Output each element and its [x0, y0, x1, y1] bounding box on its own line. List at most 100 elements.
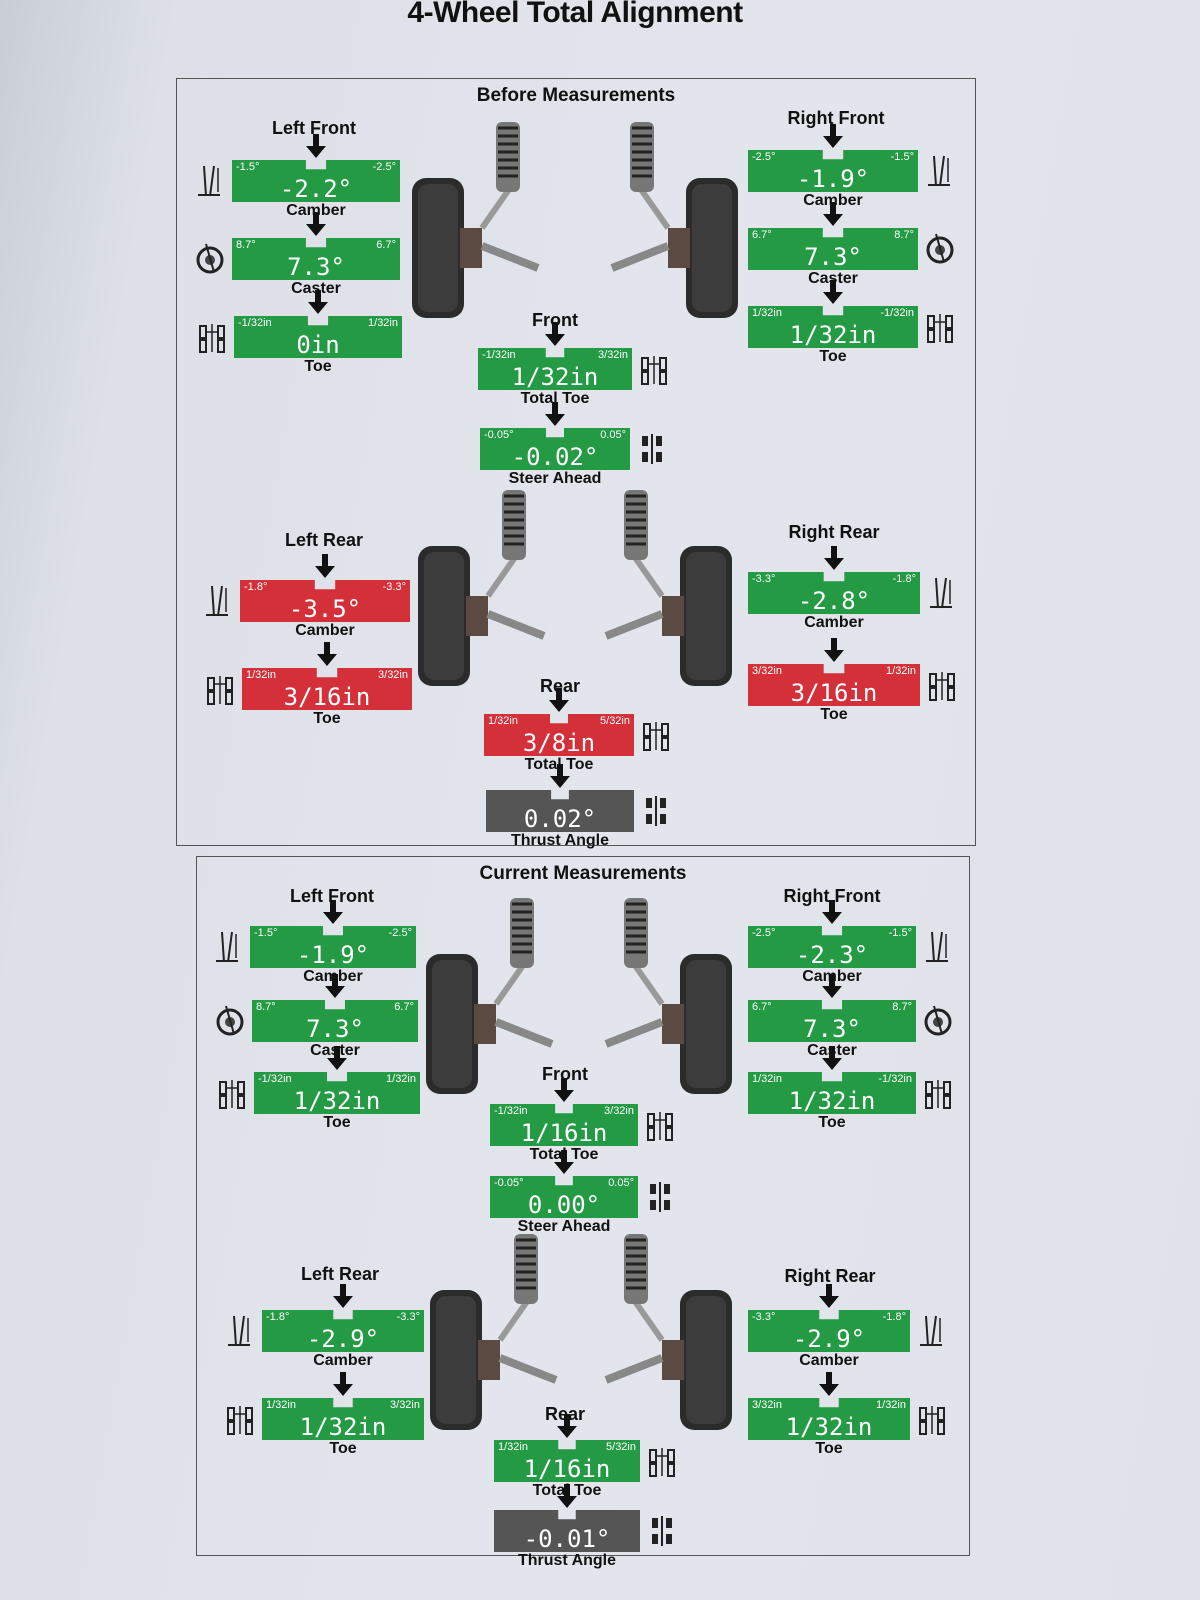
range-low: 1/32in	[752, 307, 782, 319]
range-high: 6.7°	[376, 239, 396, 251]
meter-caption: Toe	[818, 1114, 846, 1131]
toe-icon	[926, 310, 954, 344]
camber-meter: -3.3°-1.8°-2.9°Camber	[748, 1284, 910, 1369]
range-high: -3.3°	[396, 1311, 420, 1323]
range-low: 6.7°	[752, 229, 772, 241]
range-high: 3/32in	[598, 349, 628, 361]
measured-value: -0.01°	[523, 1525, 611, 1553]
section-title: Before Measurements	[476, 85, 676, 106]
range-low: -1/32in	[238, 317, 272, 329]
caster-icon	[926, 232, 954, 266]
meter-caption: Camber	[286, 202, 346, 219]
measured-value: -3.5°	[288, 595, 362, 623]
range-low: 3/32in	[752, 1399, 782, 1411]
range-low: 6.7°	[752, 1001, 772, 1013]
caster-icon	[216, 1004, 244, 1038]
toe-icon	[640, 352, 668, 386]
toe-icon	[218, 1076, 246, 1110]
thrust-icon	[642, 794, 670, 828]
range-low: 8.7°	[236, 239, 256, 251]
range-high: 1/32in	[886, 665, 916, 677]
meter-caption: Toe	[819, 348, 847, 365]
camber-meter: -3.3° -1.8° -2.8°Camber	[748, 546, 920, 631]
meter-caption: Steer Ahead	[508, 470, 602, 487]
range-low: 8.7°	[256, 1001, 276, 1013]
range-low: -0.05°	[494, 1177, 524, 1189]
range-high: -1/32in	[880, 307, 914, 319]
current-section: Current Measurements	[196, 856, 970, 1556]
thrust-icon	[648, 1514, 676, 1548]
measured-value: -2.9°	[306, 1325, 380, 1353]
range-low: 1/32in	[488, 715, 518, 727]
range-low: -2.5°	[752, 151, 776, 163]
caster-meter: 6.7°8.7°7.3°Caster	[748, 202, 918, 287]
range-high: 1/32in	[368, 317, 398, 329]
measured-value: -1.9°	[796, 165, 870, 193]
range-low: -1.8°	[266, 1311, 290, 1323]
camber-icon	[214, 930, 242, 964]
camber-icon	[928, 576, 956, 610]
measured-value: -0.02°	[511, 443, 599, 471]
meter-caption: Thrust Angle	[510, 832, 610, 849]
measured-value: 3/8in	[522, 729, 596, 757]
suspension-icon	[610, 118, 740, 333]
page-title: 4-Wheel Total Alignment	[407, 0, 743, 29]
measured-value: 7.3°	[803, 1015, 861, 1043]
range-high: 8.7°	[894, 229, 914, 241]
range-low: 1/32in	[246, 669, 276, 681]
toe-icon	[648, 1444, 676, 1478]
wheel-label: Front	[532, 310, 578, 330]
wheel-label: Left Rear	[284, 530, 364, 550]
caster-meter: 8.7°6.7°7.3°Caster	[232, 212, 400, 297]
camber-meter: -1.5°-2.5°-1.9°Camber	[250, 900, 416, 985]
toe-icon	[642, 718, 670, 752]
range-low: -1/32in	[258, 1073, 292, 1085]
meter-caption: Total Toe	[520, 390, 590, 407]
camber-icon	[918, 1314, 946, 1348]
measured-value: -2.3°	[795, 941, 869, 969]
steer-ahead-meter: -0.05°0.05°0.00°Steer Ahead	[490, 1150, 638, 1235]
range-low: -1.8°	[244, 581, 268, 593]
measured-value: -2.8°	[797, 587, 871, 615]
meter-caption: Steer Ahead	[517, 1218, 611, 1235]
meter-caption: Thrust Angle	[517, 1552, 617, 1569]
camber-meter: -2.5°-1.5°-1.9°Camber	[748, 124, 918, 209]
measured-value: 1/16in	[520, 1119, 608, 1147]
measured-value: -1.9°	[296, 941, 370, 969]
measured-value: 7.3°	[306, 1015, 364, 1043]
range-high: -1.8°	[892, 573, 916, 585]
meter-caption: Camber	[804, 614, 864, 631]
meter-caption: Toe	[304, 358, 332, 375]
wheel-label: Right Rear	[784, 1266, 876, 1286]
range-low: 1/32in	[752, 1073, 782, 1085]
wheel-label: Right Rear	[788, 522, 880, 542]
meter-caption: Camber	[799, 1352, 859, 1369]
camber-meter: -2.5°-1.5°-2.3°Camber	[748, 900, 916, 985]
wheel-label: Right Front	[787, 108, 885, 128]
camber-icon	[924, 930, 952, 964]
range-high: 6.7°	[394, 1001, 414, 1013]
measured-value: 1/16in	[523, 1455, 611, 1483]
range-high: 3/32in	[378, 669, 408, 681]
range-high: 1/32in	[876, 1399, 906, 1411]
meter-caption: Toe	[820, 706, 848, 723]
thrust-angle-meter: -0.01°Thrust Angle	[494, 1484, 640, 1569]
range-low: -1/32in	[494, 1105, 528, 1117]
toe-icon	[206, 672, 234, 706]
wheel-label: Rear	[539, 676, 581, 696]
measured-value: 1/32in	[293, 1087, 381, 1115]
range-high: 0.05°	[600, 429, 626, 441]
range-high: -3.3°	[382, 581, 406, 593]
range-low: -3.3°	[752, 573, 776, 585]
wheel-label: Right Front	[783, 886, 881, 906]
toe-icon	[918, 1402, 946, 1436]
meter-caption: Toe	[313, 710, 341, 727]
measured-value: 1/32in	[785, 1413, 873, 1441]
thrust-angle-meter: 0.02°Thrust Angle	[486, 764, 634, 849]
range-high: 5/32in	[600, 715, 630, 727]
